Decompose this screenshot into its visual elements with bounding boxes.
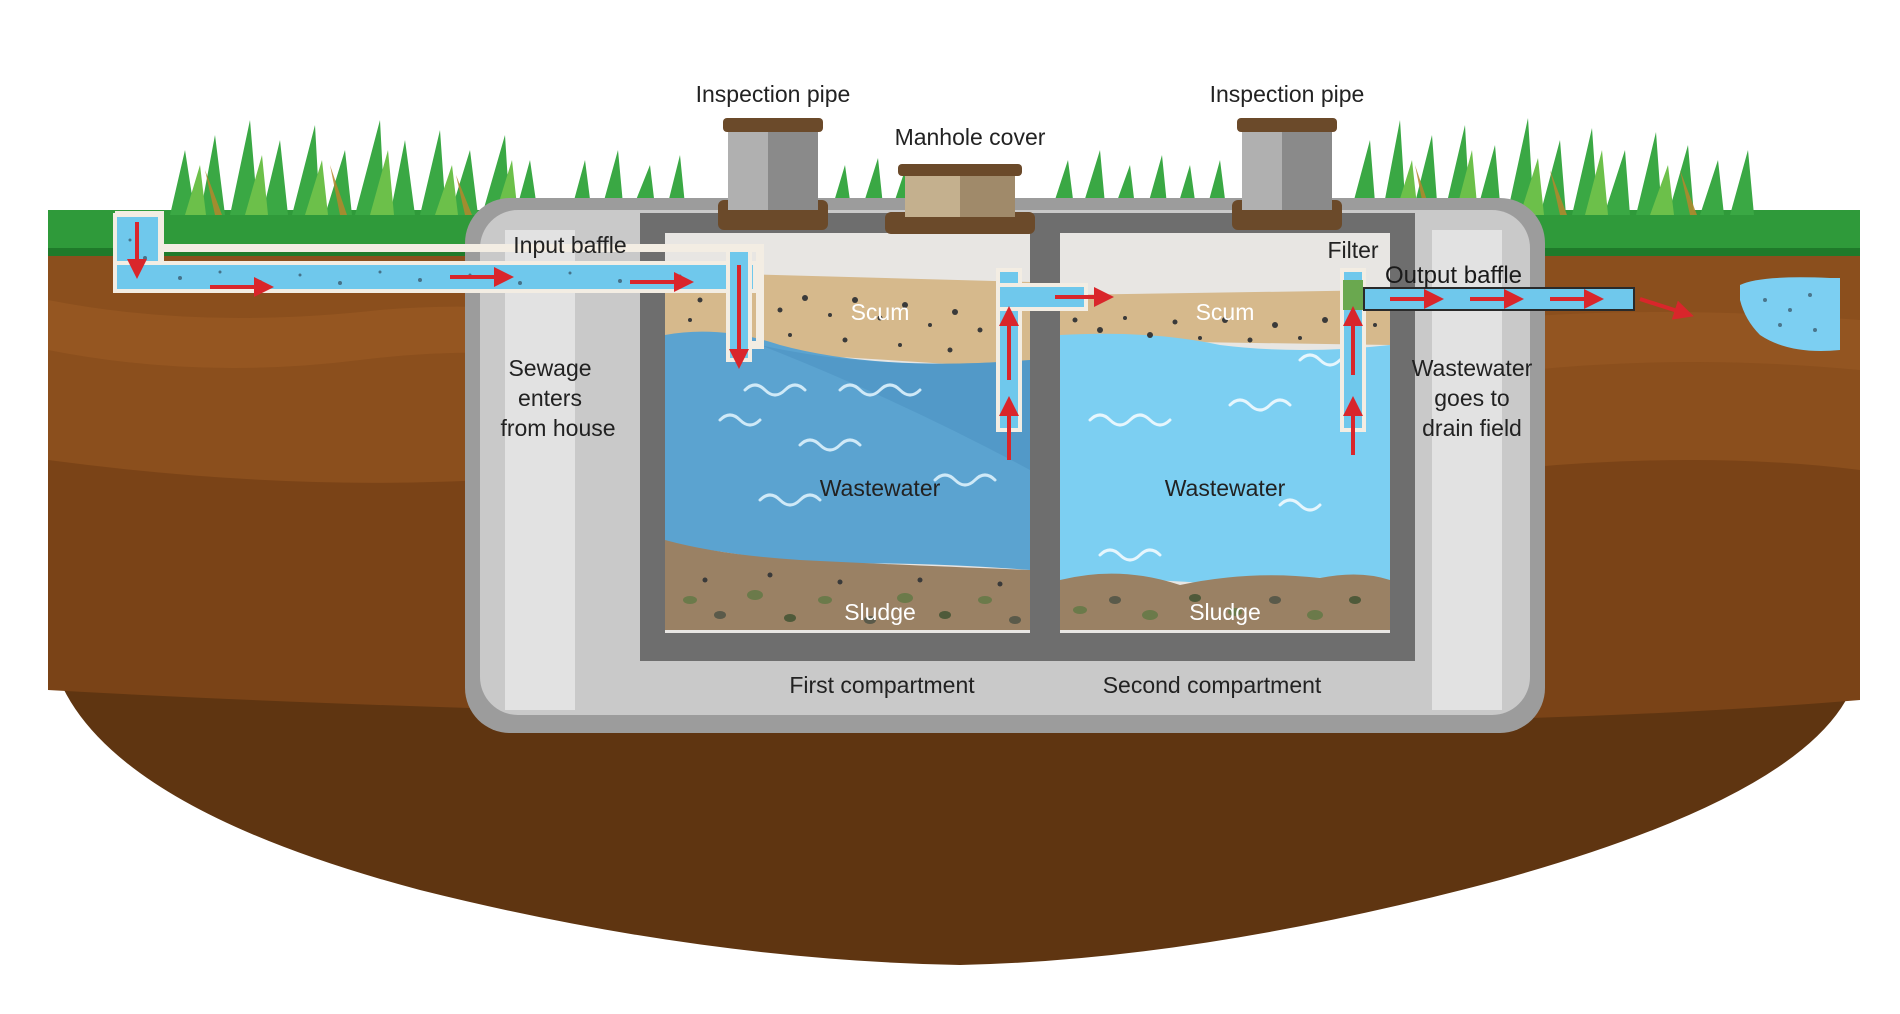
wastewater-label-first: Wastewater <box>820 475 941 501</box>
water-first-shade <box>760 345 1030 470</box>
wastewater-out-label-line3: drain field <box>1422 415 1522 441</box>
wastewater-out-label-line1: Wastewater <box>1412 355 1533 381</box>
sludge-label-first: Sludge <box>844 599 916 625</box>
manhole-cover-label: Manhole cover <box>895 124 1046 150</box>
second-compartment <box>1060 290 1390 630</box>
first-compartment-label: First compartment <box>789 672 975 698</box>
tank-left-end <box>505 230 575 710</box>
sewage-label-line2: enters <box>518 385 582 411</box>
scum-label-second: Scum <box>1196 299 1255 325</box>
sewage-label-line3: from house <box>500 415 615 441</box>
inspection-pipe-right-label: Inspection pipe <box>1210 81 1365 107</box>
labels: Inspection pipe Manhole cover Inspection… <box>500 81 1532 698</box>
wave-icon <box>718 383 997 507</box>
manhole-cover <box>885 164 1035 234</box>
inspection-pipe-right <box>1232 118 1342 230</box>
drain-puddle <box>1740 277 1840 351</box>
wastewater-out-label-line2: goes to <box>1434 385 1509 411</box>
sludge-layer-first <box>665 540 1030 630</box>
soil-band-light <box>48 300 600 368</box>
inlet-pipe <box>113 211 764 362</box>
input-baffle-label: Input baffle <box>513 232 626 258</box>
second-compartment-label: Second compartment <box>1103 672 1322 698</box>
first-compartment <box>665 272 1030 630</box>
inspection-pipe-left <box>718 118 828 230</box>
sludge-stones-second <box>1073 594 1361 620</box>
inspection-pipe-left-label: Inspection pipe <box>696 81 851 107</box>
sludge-label-second: Sludge <box>1189 599 1261 625</box>
red-arrow-icon <box>127 222 1694 460</box>
filter-label: Filter <box>1327 237 1378 263</box>
filter-icon <box>1343 280 1363 310</box>
water-second <box>1060 333 1390 588</box>
wastewater-label-second: Wastewater <box>1165 475 1286 501</box>
sludge-stones-first <box>683 572 1021 624</box>
sewage-label-line1: Sewage <box>508 355 591 381</box>
scum-label-first: Scum <box>851 299 910 325</box>
output-baffle-label: Output baffle <box>1385 262 1522 289</box>
wave-icon <box>1088 353 1342 562</box>
